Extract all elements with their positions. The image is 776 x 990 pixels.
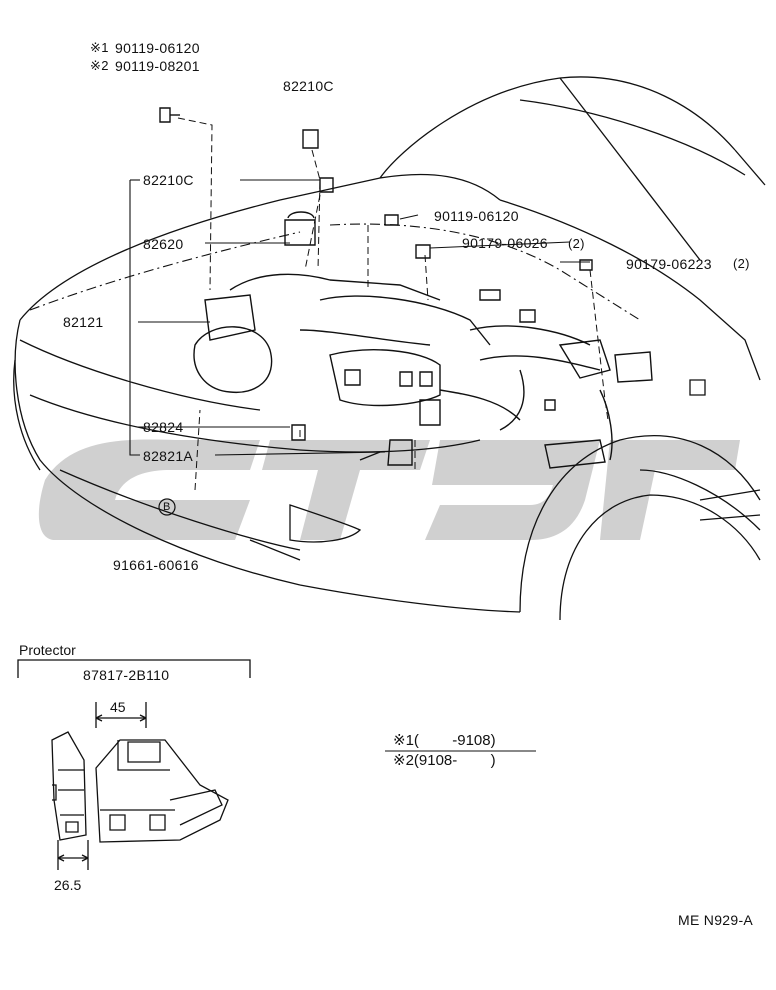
protector-title: Protector: [19, 642, 76, 658]
part-90179-06026-qty: (2): [568, 236, 585, 251]
hood-dashed-outline: [29, 223, 641, 321]
protector-part-number: 87817-2B110: [83, 667, 170, 683]
circle-b-marker: [158, 498, 176, 516]
dashed-leaders: [177, 117, 609, 491]
part-82824-label: 82824: [143, 419, 184, 435]
part-82121-label: 82121: [63, 314, 104, 330]
part-90179-06223-label: 90179-06223: [626, 256, 712, 272]
watermark: [38, 439, 740, 540]
part-82210c-label: 82210C: [143, 172, 194, 188]
protector-depth-dimension: 26.5: [54, 877, 82, 893]
part-90179-06026-label: 90179-06026: [462, 235, 548, 251]
car-body-outline: [13, 76, 766, 621]
part-90119-06120-label: 90119-06120: [434, 208, 519, 224]
engine-harness: [159, 107, 653, 469]
part-90119-08201-note2: 90119-08201: [115, 58, 200, 74]
legend-row-1: ※1( -9108): [393, 732, 496, 749]
note1-mark: ※1: [90, 40, 109, 55]
part-91661-60616-label: 91661-60616: [113, 557, 199, 573]
part-90179-06223-qty: (2): [733, 256, 750, 271]
figure-reference-code: ME N929-A: [678, 912, 754, 928]
leader-lines: [129, 179, 590, 456]
part-82620-label: 82620: [143, 236, 184, 252]
circle-b-letter: B: [163, 501, 171, 513]
protector-inset: [17, 659, 251, 870]
note2-mark: ※2: [90, 58, 109, 73]
part-82210c-top-label: 82210C: [283, 78, 334, 94]
part-90119-06120-note1: 90119-06120: [115, 40, 200, 56]
part-82821a-label: 82821A: [143, 448, 194, 464]
legend-row-2: ※2(9108- ): [393, 752, 496, 769]
protector-width-dimension: 45: [110, 699, 126, 715]
